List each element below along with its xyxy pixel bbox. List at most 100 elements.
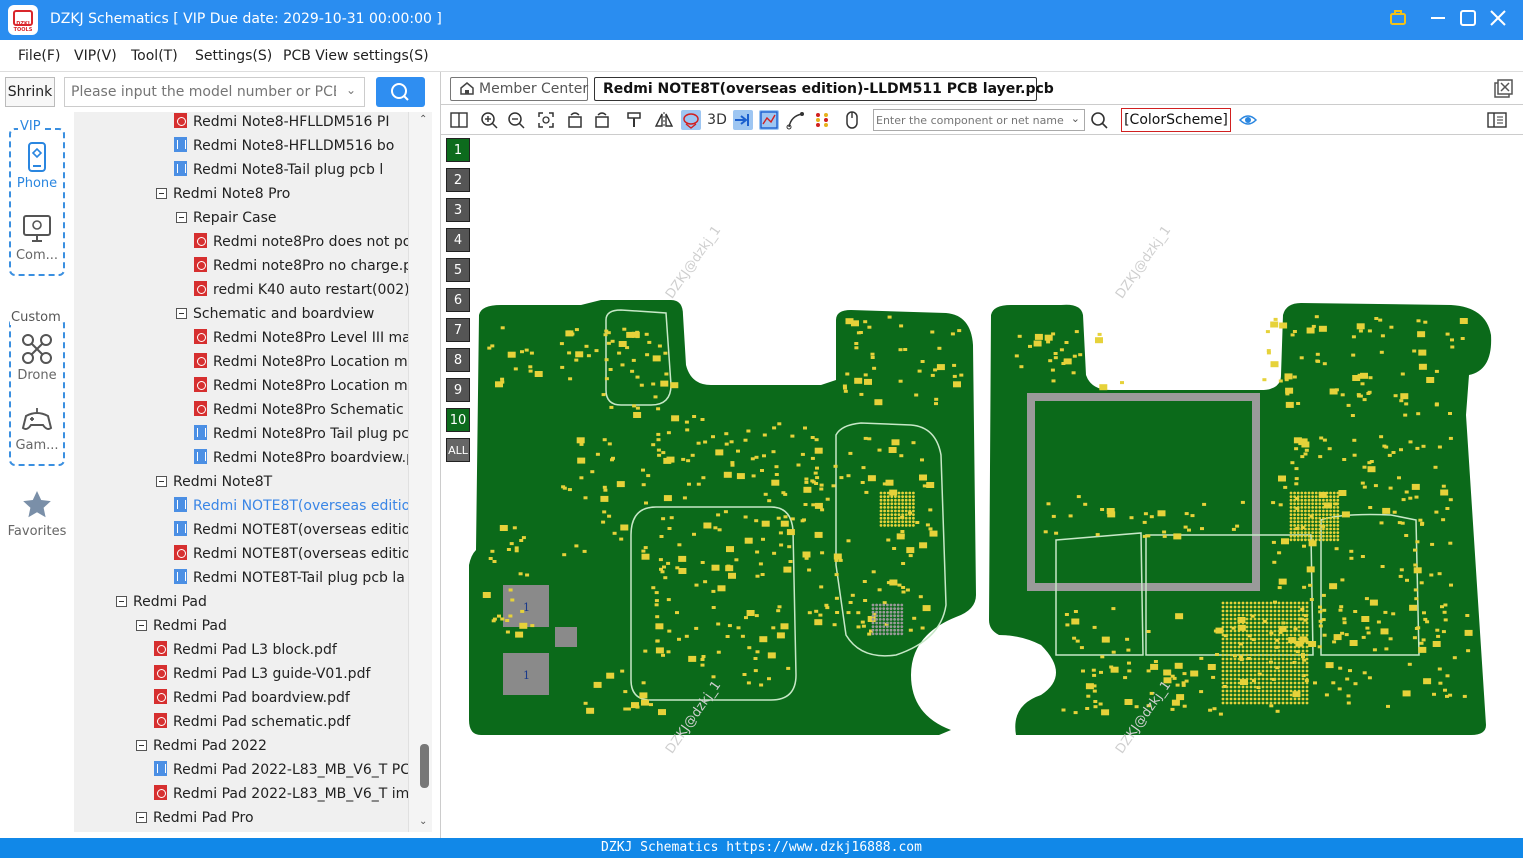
tree-file[interactable]: Redmi Pad 2022-L83_MB_V6_T ima [154, 782, 408, 806]
layer-button[interactable]: 6 [446, 288, 470, 312]
layer-button[interactable]: 9 [446, 378, 470, 402]
tree-scroll-thumb[interactable] [420, 744, 429, 788]
menu-settings[interactable]: Settings(S) [195, 48, 273, 64]
chevron-down-icon[interactable]: ⌄ [345, 83, 356, 97]
layer-button[interactable]: 3 [446, 198, 470, 222]
layer-button[interactable]: 8 [446, 348, 470, 372]
minimize-icon[interactable] [1426, 8, 1450, 32]
tree-file[interactable]: Redmi NOTE8T-Tail plug pcb la [174, 566, 405, 590]
tree-folder[interactable]: Redmi Pad [116, 590, 207, 614]
tree-file[interactable]: Redmi Pad L3 guide-V01.pdf [154, 662, 370, 686]
collapse-toggle-icon[interactable] [136, 812, 147, 823]
tree-file[interactable]: Redmi Note8-HFLLDM516 bo [174, 134, 394, 158]
scroll-down-icon[interactable]: ⌄ [419, 816, 428, 827]
flip-board-icon[interactable] [681, 110, 701, 130]
split-view-icon[interactable] [449, 110, 469, 130]
tree-file[interactable]: Redmi note8Pro no charge.p [194, 254, 408, 278]
chevron-down-icon[interactable]: ⌄ [1070, 112, 1080, 125]
pins-grid-icon[interactable] [812, 110, 832, 130]
tree-file[interactable]: Redmi Pad L3 block.pdf [154, 638, 337, 662]
menu-vip[interactable]: VIP(V) [74, 48, 117, 64]
rotate-right-icon[interactable] [592, 110, 612, 130]
zoom-out-icon[interactable] [506, 110, 526, 130]
select-arrow-icon[interactable] [733, 110, 753, 130]
bga-ball [1301, 605, 1305, 609]
tree-file[interactable]: Redmi Note8Pro Tail plug pc [194, 422, 408, 446]
eye-icon[interactable] [1238, 110, 1258, 130]
tree-file[interactable]: Redmi Note8-HFLLDM516 PI [174, 112, 389, 134]
tree-folder[interactable]: Redmi Note8 Pro [156, 182, 290, 206]
tree-folder[interactable]: Schematic and boardview [176, 302, 374, 326]
layer-button[interactable]: 2 [446, 168, 470, 192]
tree-file[interactable]: Redmi Note8-Tail plug pcb l [174, 158, 383, 182]
collapse-toggle-icon[interactable] [176, 308, 187, 319]
mirror-icon[interactable] [654, 110, 674, 130]
category-favorites[interactable]: Favorites [7, 488, 67, 539]
collapse-toggle-icon[interactable] [156, 476, 167, 487]
close-tab-icon[interactable] [1493, 79, 1513, 99]
collapse-toggle-icon[interactable] [156, 188, 167, 199]
shrink-button[interactable]: Shrink [5, 77, 55, 107]
tab-pcb-file[interactable]: Redmi NOTE8T(overseas edition)-LLDM511 P… [594, 77, 1054, 101]
rotate-left-icon[interactable] [565, 110, 585, 130]
tree-folder[interactable]: Redmi Pad Pro [136, 806, 254, 830]
category-computer[interactable]: Com... [7, 212, 67, 263]
tree-file[interactable]: Redmi NOTE8T(overseas edition [174, 542, 408, 566]
menu-tool[interactable]: Tool(T) [131, 48, 178, 64]
zoom-in-icon[interactable] [479, 110, 499, 130]
layer-button[interactable]: 1 [446, 138, 470, 162]
menu-pcb-view-settings[interactable]: PCB View settings(S) [283, 48, 429, 64]
tree-file[interactable]: Redmi Note8Pro boardview.p [194, 446, 408, 470]
tree-scrollbar[interactable]: ⌃ ⌄ [408, 112, 432, 832]
tree-folder[interactable]: Redmi Note8T [156, 470, 272, 494]
tree-file[interactable]: Redmi NOTE8T(overseas edition [174, 494, 408, 518]
mouse-icon[interactable] [842, 110, 862, 130]
pcb-board-drawing[interactable]: 11 [441, 135, 1523, 838]
tree-folder[interactable]: Repair Case [176, 206, 277, 230]
tree-file[interactable]: redmi K40 auto restart(002).p [194, 278, 408, 302]
close-icon[interactable] [1486, 8, 1510, 32]
tree-file[interactable]: Redmi note8Pro does not po [194, 230, 408, 254]
color-scheme-button[interactable]: [ColorScheme] [1121, 108, 1231, 132]
category-phone[interactable]: Phone [7, 140, 67, 191]
layer-button[interactable]: 4 [446, 228, 470, 252]
menu-file[interactable]: File(F) [18, 48, 61, 64]
model-search-input[interactable] [71, 82, 336, 102]
component-search-input[interactable] [876, 112, 1066, 128]
fit-view-icon[interactable] [536, 110, 556, 130]
category-drone[interactable]: Drone [7, 332, 67, 383]
3d-view-button[interactable]: 3D [707, 112, 727, 128]
tree-file[interactable]: Redmi Note8Pro Schematic d [194, 398, 408, 422]
vip-briefcase-icon[interactable] [1386, 8, 1410, 32]
tree-file[interactable]: Redmi Pad 2022-L83_MB_V6_T PCB [154, 758, 408, 782]
collapse-toggle-icon[interactable] [176, 212, 187, 223]
category-game[interactable]: Gam... [7, 402, 67, 453]
tree-file[interactable]: Redmi Note8Pro Location m [194, 374, 408, 398]
layer-button[interactable]: 5 [446, 258, 470, 282]
component-search-field[interactable]: ⌄ [873, 109, 1085, 131]
tree-file[interactable]: Redmi Note8Pro Location m [194, 350, 408, 374]
layer-button[interactable]: 10 [446, 408, 470, 432]
collapse-toggle-icon[interactable] [136, 620, 147, 631]
tree-file[interactable]: Redmi Pad boardview.pdf [154, 686, 350, 710]
panel-toggle-icon[interactable] [1486, 110, 1507, 130]
model-search-field[interactable]: ⌄ [64, 77, 365, 107]
tree-file[interactable]: Redmi NOTE8T(overseas edition [174, 518, 408, 542]
collapse-toggle-icon[interactable] [136, 740, 147, 751]
tree-file[interactable]: Redmi Pad schematic.pdf [154, 710, 350, 734]
component-search-icon[interactable] [1089, 110, 1109, 130]
collapse-toggle-icon[interactable] [116, 596, 127, 607]
tree-folder[interactable]: Redmi Pad 2022 [136, 734, 267, 758]
paint-brush-icon[interactable] [624, 110, 644, 130]
trace-icon[interactable] [786, 110, 806, 130]
layer-button[interactable]: 7 [446, 318, 470, 342]
scroll-up-icon[interactable]: ⌃ [419, 114, 428, 125]
maximize-icon[interactable] [1456, 8, 1480, 32]
net-highlight-icon[interactable] [759, 110, 779, 130]
tab-member-center[interactable]: Member Center [450, 77, 588, 101]
tree-file[interactable]: Redmi Note8Pro Level III ma [194, 326, 408, 350]
layer-button[interactable]: ALL [446, 438, 470, 462]
search-button[interactable] [376, 77, 425, 107]
tree-folder[interactable]: Redmi Pad [136, 614, 227, 638]
